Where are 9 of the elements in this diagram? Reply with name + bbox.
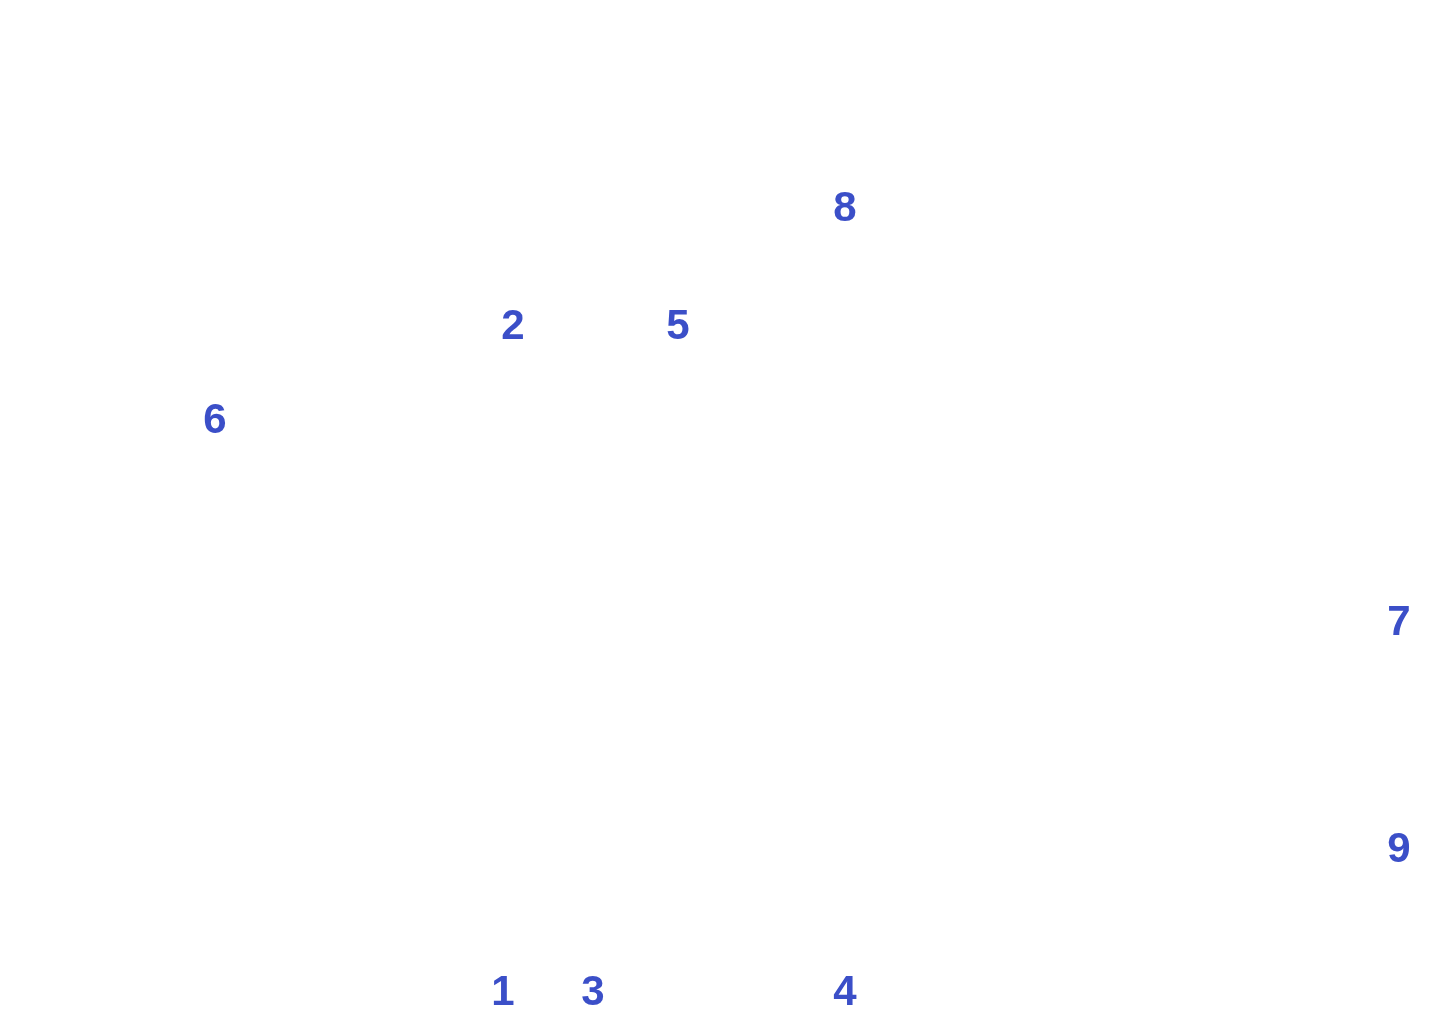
callout-number: 4 bbox=[833, 970, 857, 1012]
callout-number: 7 bbox=[1387, 600, 1411, 642]
callout-number: 2 bbox=[501, 304, 525, 346]
callout-number: 8 bbox=[833, 186, 857, 228]
callout-number: 9 bbox=[1387, 827, 1411, 869]
callout-number: 3 bbox=[581, 970, 605, 1012]
callout-number: 6 bbox=[203, 398, 227, 440]
callout-number: 1 bbox=[491, 970, 515, 1012]
callout-number: 5 bbox=[666, 304, 690, 346]
